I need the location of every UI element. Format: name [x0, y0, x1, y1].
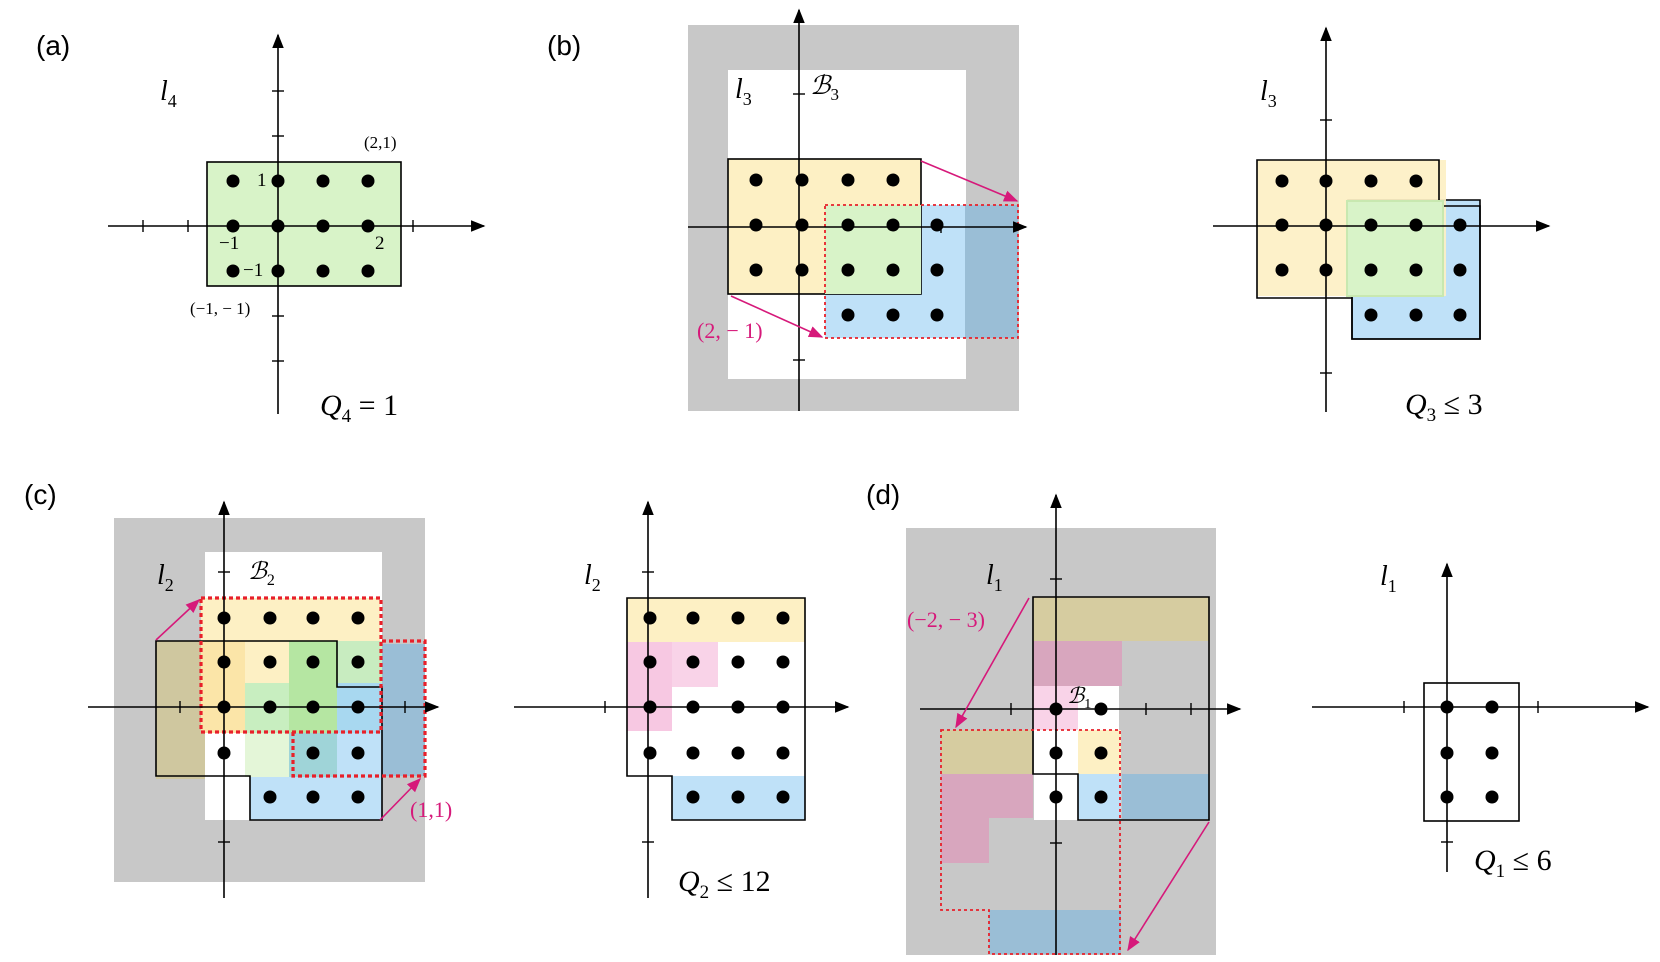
b-right-overlap — [1346, 200, 1444, 297]
d-olive-left — [941, 730, 1033, 774]
c-layer-label-right: l2 — [584, 560, 601, 595]
a-tick-label-minus1-x: −1 — [219, 233, 239, 254]
b-shift-arrow-top — [920, 160, 1019, 202]
c-right-lattice-points — [643, 611, 790, 804]
panel-d-label: (d) — [866, 479, 900, 510]
c-red-outline-right — [291, 639, 427, 778]
c-right-outline — [626, 597, 806, 821]
panel-a: (a) l4 1 −1 2 −1 (2,1) (−1, − 1) Q4 = 1 — [36, 30, 486, 427]
d-shift-label: (−2, − 3) — [907, 607, 985, 632]
panel-d: (d) (−2, − 3) l1 ℬ1 — [866, 479, 1650, 955]
c-blue-outside — [382, 644, 425, 776]
d-red-outline — [940, 729, 1121, 955]
c-shift-arrow-bottom — [379, 777, 422, 821]
c-green-2 — [289, 641, 337, 733]
b-right-outline — [1256, 159, 1481, 340]
panel-c-label: (c) — [24, 479, 57, 510]
d-bound: Q1 ≤ 6 — [1474, 844, 1552, 882]
a-bound: Q4 = 1 — [320, 389, 398, 427]
c-black-outline — [155, 640, 383, 821]
panel-b-label: (b) — [547, 30, 581, 61]
a-tick-label-minus1-y: −1 — [243, 260, 263, 281]
a-tick-label-1: 1 — [257, 170, 267, 191]
panel-a-label: (a) — [36, 30, 70, 61]
b-right-lattice-points — [1275, 174, 1467, 322]
d-mauve-left-2 — [941, 818, 989, 863]
c-green-5 — [245, 733, 289, 777]
c-ticks — [179, 571, 406, 843]
c-shift-label: (1,1) — [410, 797, 452, 822]
b-bound: Q3 ≤ 3 — [1405, 388, 1483, 426]
d-shift-arrow-top — [955, 597, 1030, 729]
d-blue-right — [1122, 774, 1209, 819]
a-tick-label-2: 2 — [375, 233, 385, 254]
d-lattice-points — [1049, 702, 1108, 804]
d-ticks — [1010, 578, 1192, 844]
b-overlap-green — [825, 205, 921, 294]
d-right-ticks — [1403, 701, 1539, 843]
c-lattice-points — [217, 611, 365, 804]
c-right-pink-sub — [627, 642, 672, 731]
d-mauve-left — [941, 774, 1033, 818]
b-layer-label-right: l3 — [1260, 76, 1277, 111]
panel-b: (b) (2, − 1) l3 ℬ3 — [547, 8, 1551, 426]
c-right-yellow-row — [627, 598, 805, 642]
d-box-label: ℬ1 — [1067, 683, 1091, 712]
d-layer-label-left: l1 — [986, 560, 1003, 595]
b-shift-label: (2, − 1) — [697, 318, 763, 343]
b-lattice-points — [749, 173, 944, 322]
b-box-label: ℬ3 — [810, 71, 839, 104]
a-corner-bottom-left: (−1, − 1) — [190, 299, 250, 318]
b-shift-arrow-bottom — [730, 295, 824, 338]
c-right-ticks — [604, 571, 654, 843]
c-box-label: ℬ2 — [248, 559, 275, 589]
c-red-outline-top — [199, 596, 383, 734]
d-mauve-1 — [1033, 641, 1122, 686]
c-yellow-6 — [201, 641, 245, 733]
a-layer-label: l4 — [160, 76, 177, 111]
panel-c: (c) (1,1) l2 ℬ2 — [24, 479, 850, 903]
c-shift-arrow-top — [155, 599, 201, 641]
d-olive-top — [1033, 597, 1209, 641]
d-black-outline — [1032, 596, 1210, 821]
b-right-ticks — [1320, 119, 1332, 374]
b-shifted-outline — [824, 204, 1019, 339]
b-gray-frame — [688, 25, 1019, 411]
c-layer-label-left: l2 — [157, 560, 174, 595]
b-layer-label-left: l3 — [735, 74, 752, 109]
d-shift-arrow-bottom — [1127, 821, 1210, 952]
d-blue-bottom — [989, 910, 1121, 954]
c-bound: Q2 ≤ 12 — [678, 865, 771, 903]
d-right-box — [1423, 682, 1520, 822]
a-corner-top-right: (2,1) — [364, 133, 397, 152]
d-layer-label-right: l1 — [1380, 561, 1397, 596]
d-right-lattice-points — [1440, 700, 1499, 804]
a-lattice-points — [226, 174, 375, 278]
b-blue-outside — [965, 205, 1018, 338]
